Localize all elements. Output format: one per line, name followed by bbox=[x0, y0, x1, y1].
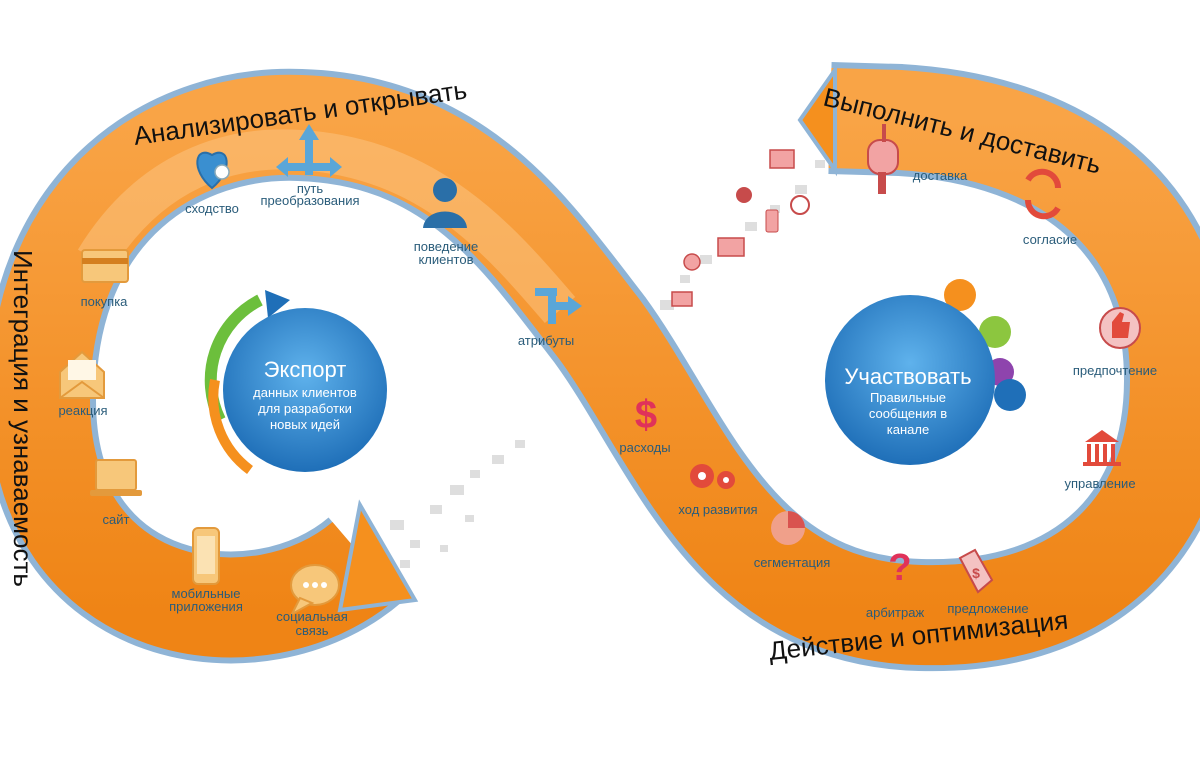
thumbs-up-icon bbox=[1099, 307, 1141, 349]
monitor-icon bbox=[717, 237, 745, 257]
item-label: покупка bbox=[81, 294, 129, 309]
price-tag-icon: $ bbox=[958, 548, 994, 594]
split-arrow-icon bbox=[535, 288, 582, 324]
social-item: социальная связь bbox=[276, 564, 348, 638]
pie-chart-icon bbox=[771, 511, 805, 545]
item-label: сегментация bbox=[754, 555, 831, 570]
similarity-item: сходство bbox=[185, 151, 239, 216]
open-envelope-icon bbox=[59, 350, 105, 399]
preference-item: предпочтение bbox=[1073, 307, 1157, 378]
export-circle: Экспорт данных клиентов для разработки н… bbox=[204, 290, 387, 475]
reaction-item: реакция bbox=[58, 350, 108, 418]
person-icon bbox=[423, 178, 467, 228]
item-label: ход развития bbox=[678, 502, 757, 517]
engage-line1: Правильные bbox=[870, 390, 946, 405]
email-icon bbox=[769, 149, 795, 169]
item-label: преобразования bbox=[260, 193, 359, 208]
gears-icon bbox=[690, 464, 735, 489]
item-label: согласие bbox=[1023, 232, 1077, 247]
export-line2: для разработки bbox=[258, 401, 352, 416]
mobile-apps-item: мобильные приложения bbox=[169, 527, 243, 614]
band-arrowhead-left bbox=[337, 499, 419, 613]
cycle-arrow-orange-icon bbox=[208, 379, 254, 475]
channel-icons bbox=[671, 149, 810, 307]
item-label: расходы bbox=[619, 440, 670, 455]
conversion-path-item: путь преобразования bbox=[260, 124, 360, 208]
bank-building-icon bbox=[1083, 430, 1121, 466]
phone-icon bbox=[765, 209, 779, 233]
engage-line2: сообщения в bbox=[869, 406, 947, 421]
export-line3: новых идей bbox=[270, 417, 340, 432]
speech-bubble-icon bbox=[289, 564, 340, 617]
laptop-icon bbox=[90, 459, 142, 496]
item-label: поведение bbox=[414, 239, 478, 254]
decorative-particles bbox=[390, 160, 825, 568]
band-arrowhead-right bbox=[797, 63, 837, 177]
infinity-band bbox=[0, 68, 1200, 666]
item-label: клиентов bbox=[418, 252, 473, 267]
item-label: доставка bbox=[913, 168, 968, 183]
refresh-arrows-icon bbox=[1024, 168, 1062, 220]
headset-icon bbox=[790, 195, 810, 215]
mailbox-icon bbox=[867, 124, 899, 194]
envelope-small-icon bbox=[671, 291, 693, 307]
chat-icon bbox=[683, 253, 701, 271]
bubble-green-icon bbox=[979, 316, 1011, 348]
item-label: сходство bbox=[185, 201, 239, 216]
branching-arrows-icon bbox=[276, 124, 342, 177]
item-label: управление bbox=[1064, 476, 1135, 491]
question-mark-icon: ? bbox=[888, 547, 911, 589]
export-line1: данных клиентов bbox=[253, 385, 357, 400]
bubble-blue-icon bbox=[994, 379, 1026, 411]
item-label: сайт bbox=[103, 512, 130, 527]
dollar-icon: $ bbox=[635, 393, 657, 437]
customer-behavior-item: поведение клиентов bbox=[414, 178, 478, 267]
credit-card-icon bbox=[81, 249, 129, 283]
item-label: путь bbox=[297, 181, 323, 196]
bubble-orange-icon bbox=[944, 279, 976, 311]
site-item: сайт bbox=[90, 459, 142, 527]
item-label: предложение bbox=[947, 601, 1028, 616]
item-label: атрибуты bbox=[518, 333, 574, 348]
engage-title: Участвовать bbox=[844, 364, 971, 389]
progress-item: ход развития bbox=[678, 464, 758, 517]
attributes-item: атрибуты bbox=[518, 288, 582, 348]
arbitrage-item: ? арбитраж bbox=[866, 547, 925, 620]
offer-item: $ предложение bbox=[947, 548, 1029, 616]
expenses-item: $ расходы bbox=[619, 393, 670, 455]
management-item: управление bbox=[1064, 430, 1136, 491]
consent-item: согласие bbox=[1023, 168, 1077, 247]
engage-circle: Участвовать Правильные сообщения в канал… bbox=[825, 279, 1026, 465]
user-icon bbox=[736, 187, 752, 203]
item-label: приложения bbox=[169, 599, 243, 614]
item-label: социальная bbox=[276, 609, 348, 624]
cycle-arrowhead-icon bbox=[265, 290, 290, 318]
item-label: связь bbox=[295, 623, 328, 638]
segmentation-item: сегментация bbox=[754, 511, 831, 570]
svg-text:$: $ bbox=[972, 565, 980, 581]
section-title-integration: Интеграция и узнаваемость bbox=[8, 250, 38, 587]
export-title: Экспорт bbox=[264, 357, 347, 382]
purchase-item: покупка bbox=[81, 249, 129, 309]
item-label: предпочтение bbox=[1073, 363, 1157, 378]
band-highlight bbox=[77, 129, 576, 324]
item-label: арбитраж bbox=[866, 605, 925, 620]
delivery-item: доставка bbox=[867, 124, 968, 194]
engage-line3: канале bbox=[887, 422, 929, 437]
item-label: мобильные bbox=[172, 586, 241, 601]
item-label: реакция bbox=[58, 403, 107, 418]
